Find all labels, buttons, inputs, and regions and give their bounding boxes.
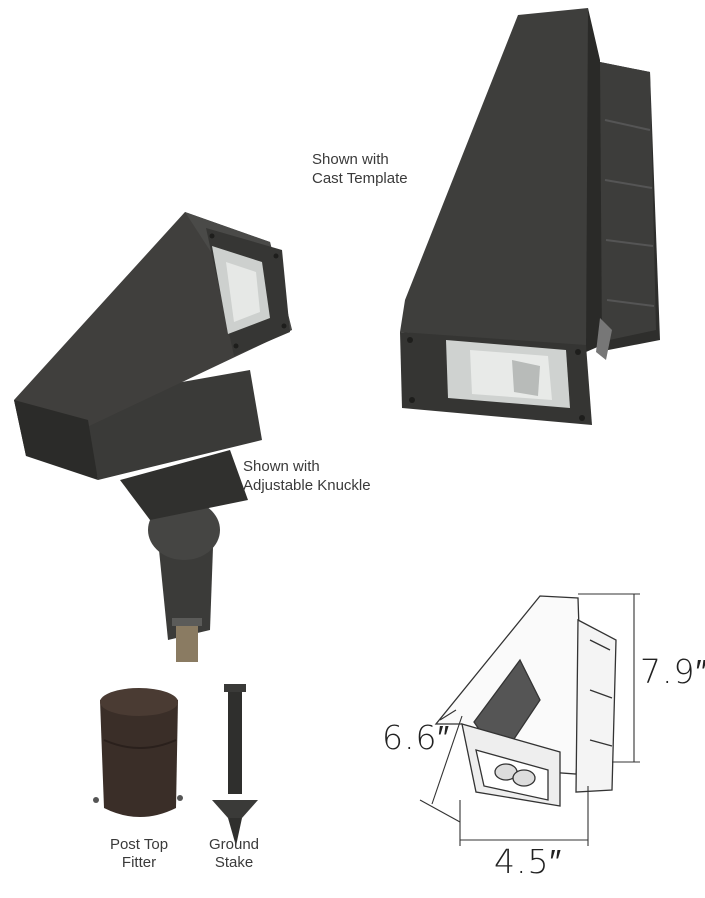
dimension-width: 4.5″ bbox=[494, 842, 563, 881]
ground-stake-label: Ground Stake bbox=[194, 836, 274, 872]
dimension-depth: 6.6″ bbox=[382, 718, 451, 757]
knuckle-caption: Shown with Adjustable Knuckle bbox=[243, 457, 371, 495]
cast-template-caption-line1: Shown with bbox=[312, 151, 389, 168]
post-top-fitter-label-line2: Fitter bbox=[121, 854, 157, 871]
ground-stake-label-line1: Ground bbox=[208, 836, 260, 853]
cast-template-caption-line2: Cast Template bbox=[312, 170, 408, 187]
cast-template-caption: Shown with Cast Template bbox=[312, 150, 408, 188]
knuckle-caption-line1: Shown with bbox=[243, 458, 320, 475]
knuckle-caption-line2: Adjustable Knuckle bbox=[243, 477, 371, 494]
dimension-height: 7.9″ bbox=[640, 652, 705, 691]
post-top-fitter-label-line1: Post Top bbox=[109, 836, 169, 853]
ground-stake-label-line2: Stake bbox=[214, 854, 254, 871]
post-top-fitter-label: Post Top Fitter bbox=[84, 836, 194, 872]
